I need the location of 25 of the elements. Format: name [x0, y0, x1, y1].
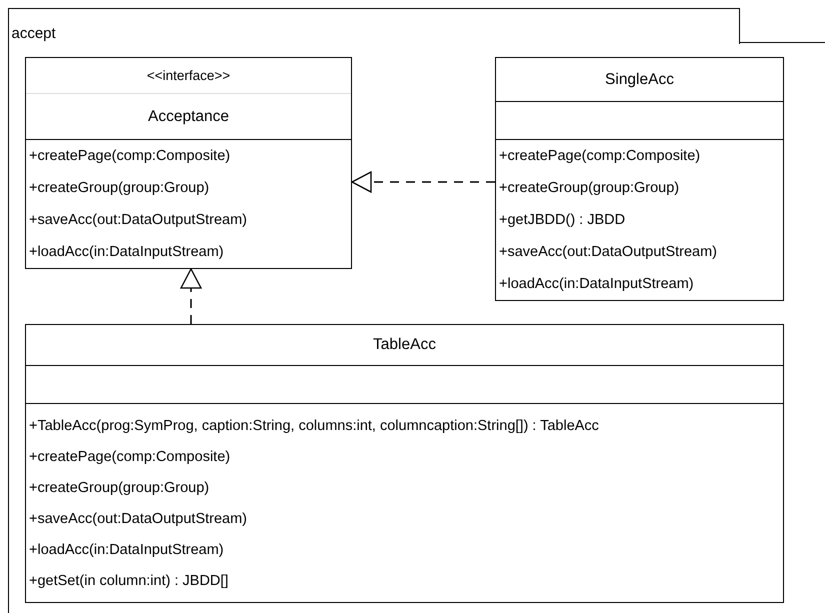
class-box	[25, 57, 352, 269]
method-signature: +getJBDD() : JBDD	[499, 212, 626, 228]
class-box	[25, 324, 784, 603]
package-name: accept	[8, 8, 740, 44]
method-signature: +saveAcc(out:DataOutputStream)	[29, 510, 248, 526]
class-name: TableAcc	[373, 336, 436, 354]
method-signature: +createPage(comp:Composite)	[29, 448, 230, 464]
method-signature: +saveAcc(out:DataOutputStream)	[499, 244, 718, 260]
method-signature: +saveAcc(out:DataOutputStream)	[29, 212, 248, 228]
method-signature: +createPage(comp:Composite)	[29, 148, 230, 164]
method-signature: +loadAcc(in:DataInputStream)	[499, 276, 694, 292]
method-signature: +getSet(in column:int) : JBDD[]	[29, 572, 228, 588]
class-box	[495, 57, 784, 301]
method-signature: +loadAcc(in:DataInputStream)	[29, 244, 224, 260]
method-signature: +createGroup(group:Group)	[499, 180, 680, 196]
method-signature: +createGroup(group:Group)	[29, 480, 210, 496]
class-name: SingleAcc	[605, 70, 674, 88]
method-signature: +createGroup(group:Group)	[29, 180, 210, 196]
realization-arrow	[351, 171, 495, 193]
class-name: Acceptance	[148, 108, 229, 126]
realization-arrow	[180, 268, 202, 324]
method-signature: +loadAcc(in:DataInputStream)	[29, 542, 224, 558]
method-signature: +createPage(comp:Composite)	[499, 148, 700, 164]
stereotype-label: <<interface>>	[146, 68, 230, 83]
method-signature: +TableAcc(prog:SymProg, caption:String, columns:int, columncaption:String[]) : TableAcc	[29, 418, 599, 434]
